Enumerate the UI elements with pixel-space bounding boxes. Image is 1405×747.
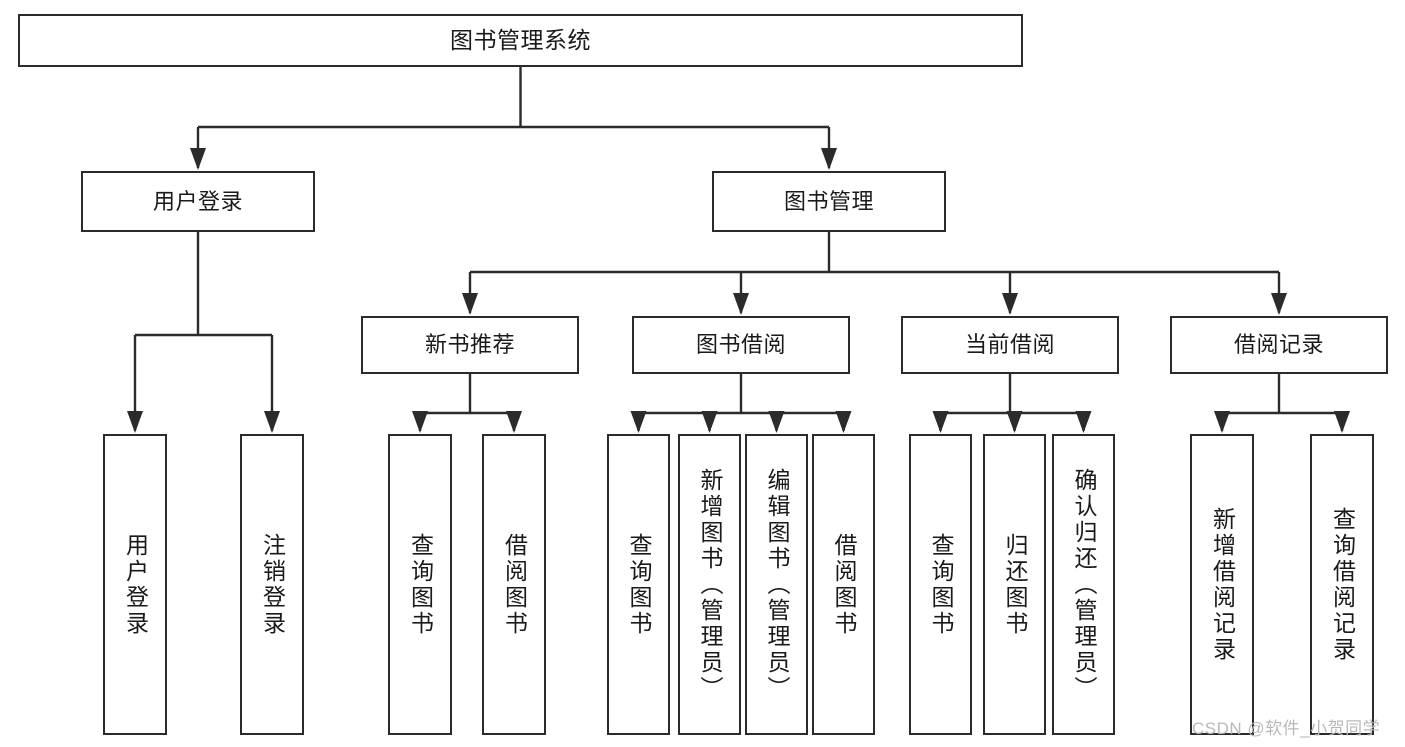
node-label: 新增借阅记录 [1209,506,1236,663]
node-leaf-user-login: 用户登录 [103,434,167,735]
arrowhead-icon [821,148,837,170]
node-leaf-edit-book: 编辑图书（管理员） [745,434,808,735]
arrowhead-icon [1075,411,1092,433]
node-label: 图书管理 [783,188,874,214]
arrowhead-icon [264,411,280,433]
node-label: 查询图书 [626,532,652,637]
arrowhead-icon [1214,411,1230,433]
node-label: 编辑图书（管理员） [764,467,790,702]
node-leaf-return-book: 归还图书 [983,434,1046,735]
arrowhead-icon [127,411,143,433]
node-leaf-add-book: 新增图书（管理员） [678,434,741,735]
node-label: 当前借阅 [964,332,1055,358]
node-label: 注销登录 [259,532,286,637]
arrowhead-icon [1334,411,1350,433]
arrowhead-icon [412,411,428,433]
arrowhead-icon [1006,411,1023,433]
node-label: 查询图书 [928,532,954,637]
arrowhead-icon [768,411,785,433]
node-label: 新增图书（管理员） [697,467,723,702]
node-leaf-borrow-book-1: 借阅图书 [482,434,546,735]
arrowhead-icon [1002,293,1018,315]
node-label: 新书推荐 [424,332,515,358]
node-label: 借阅图书 [831,532,857,637]
node-label: 借阅记录 [1233,332,1324,358]
arrowhead-icon [701,411,718,433]
node-label: 用户登录 [122,532,149,637]
node-leaf-query-record: 查询借阅记录 [1310,434,1374,735]
node-root-system: 图书管理系统 [18,14,1023,67]
arrowhead-icon [1271,293,1287,315]
node-leaf-logout: 注销登录 [240,434,304,735]
node-user-login: 用户登录 [81,171,315,232]
node-leaf-query-book-3: 查询图书 [909,434,972,735]
node-label: 图书借阅 [695,332,786,358]
node-book-manage: 图书管理 [712,171,946,232]
node-label: 查询图书 [407,532,434,637]
node-leaf-add-record: 新增借阅记录 [1190,434,1254,735]
arrowhead-icon [733,293,749,315]
node-label: 查询借阅记录 [1329,506,1356,663]
node-label: 归还图书 [1002,532,1028,637]
arrowhead-icon [462,293,478,315]
node-label: 借阅图书 [501,532,528,637]
node-borrow-record: 借阅记录 [1170,316,1388,374]
node-label: 用户登录 [152,188,243,214]
arrowhead-icon [190,148,206,170]
arrowhead-icon [835,411,852,433]
arrowhead-icon [932,411,949,433]
node-label: 确认归还（管理员） [1071,467,1097,702]
node-book-borrow: 图书借阅 [632,316,850,374]
node-leaf-confirm-return: 确认归还（管理员） [1052,434,1115,735]
node-current-borrow: 当前借阅 [901,316,1119,374]
node-label: 图书管理系统 [450,27,591,54]
node-leaf-query-book-1: 查询图书 [388,434,452,735]
arrowhead-icon [630,411,647,433]
arrowhead-icon [506,411,522,433]
node-new-book-recommend: 新书推荐 [361,316,579,374]
node-leaf-borrow-book-2: 借阅图书 [812,434,875,735]
node-leaf-query-book-2: 查询图书 [607,434,670,735]
